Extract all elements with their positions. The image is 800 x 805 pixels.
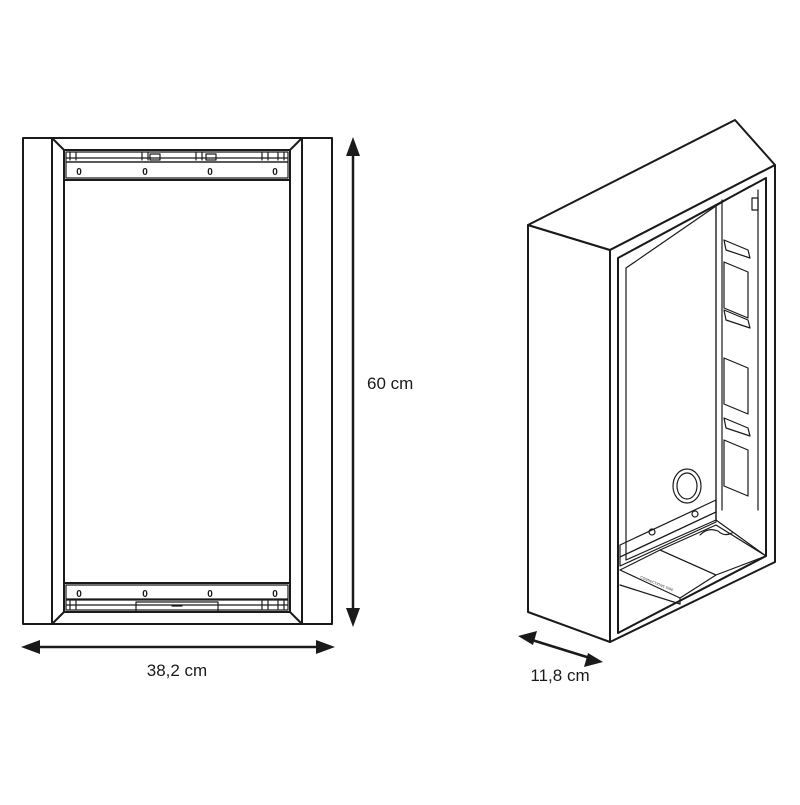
- frame-bevel-sides: [51, 137, 303, 625]
- screw-mark: 0: [142, 167, 148, 178]
- screw-mark: 0: [142, 589, 148, 600]
- screw-mark: 0: [207, 167, 213, 178]
- width-dimension-arrow: [21, 640, 335, 654]
- inner-box: [63, 149, 291, 613]
- bottom-screw-marks: 0 0 0 0: [76, 589, 278, 600]
- screw-mark: 0: [207, 589, 213, 600]
- depth-label: 11,8 cm: [530, 666, 589, 685]
- perspective-view: CONNECTIONS SIDE: [527, 119, 776, 643]
- height-label: 60 cm: [367, 374, 413, 393]
- bottom-mounting-rail: [63, 582, 291, 613]
- frame-bevel-corners: [51, 137, 303, 625]
- screw-mark: 0: [76, 167, 82, 178]
- depth-dimension-arrow: [518, 631, 603, 667]
- width-label: 38,2 cm: [147, 661, 207, 680]
- height-dimension-arrow: [346, 137, 360, 627]
- front-view: 0 0 0 0 0 0 0 0: [22, 137, 333, 625]
- cable-hole: [672, 468, 702, 504]
- screw-mark: 0: [76, 589, 82, 600]
- side-clips: [721, 189, 759, 511]
- screw-mark: 0: [272, 167, 278, 178]
- top-mounting-rail: [63, 151, 291, 181]
- outer-frame: [22, 137, 333, 625]
- side-face: [527, 224, 611, 643]
- bottom-rail-perspective: [619, 499, 717, 567]
- top-screw-marks: 0 0 0 0: [76, 167, 278, 178]
- screw-mark: 0: [272, 589, 278, 600]
